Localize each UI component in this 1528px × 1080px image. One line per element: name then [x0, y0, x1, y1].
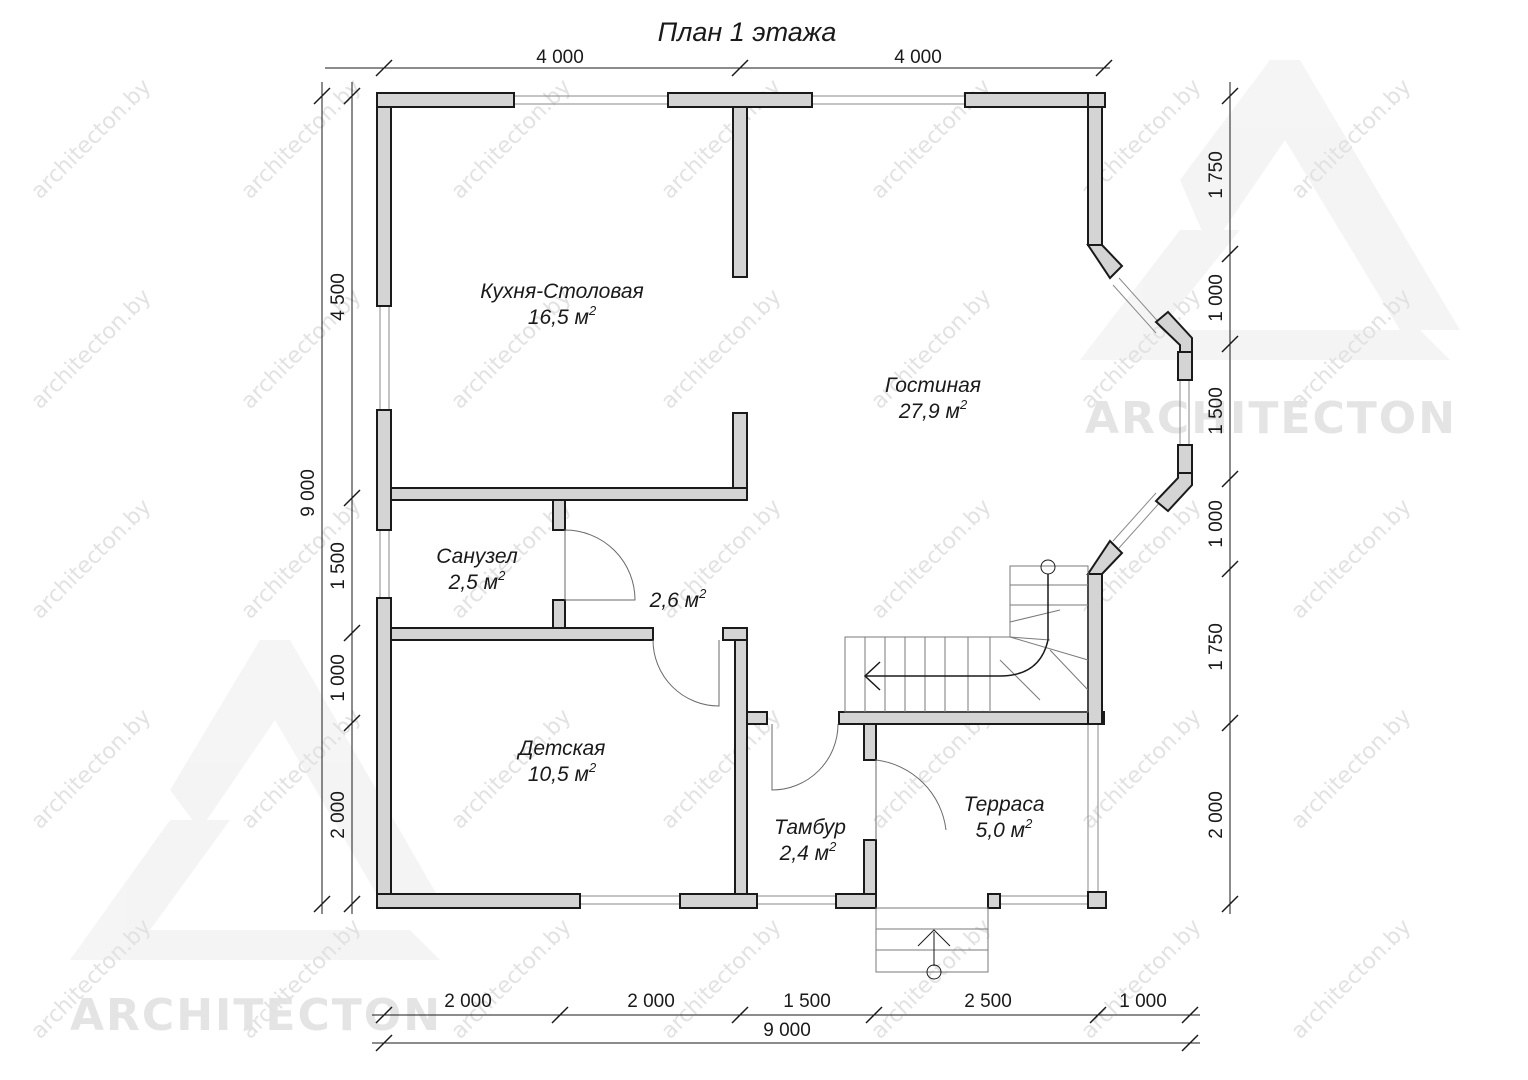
dim-left-3: 1 000 [328, 654, 349, 702]
dim-right-2: 1 000 [1206, 274, 1227, 322]
wall [1086, 244, 1124, 280]
wall [667, 92, 813, 108]
watermark-site: architecton.by [657, 285, 787, 415]
wall [838, 711, 1105, 725]
dimension-labels: 4 000 4 000 2 000 2 000 1 500 2 500 1 00… [298, 47, 1227, 1041]
room-terrace-area: 5,0 м2 [976, 816, 1033, 842]
wall [1087, 92, 1106, 108]
watermark-site: architecton.by [27, 75, 157, 205]
dim-bottom-3: 1 500 [783, 991, 831, 1012]
watermark-site: architecton.by [237, 75, 367, 205]
door-entrance [875, 759, 947, 840]
watermark-brand-top-right: ARCHITECTON [1085, 393, 1457, 444]
room-tambour-name: Тамбур [774, 816, 846, 839]
dim-right-3: 1 500 [1206, 387, 1227, 435]
wall [1177, 351, 1193, 381]
room-terrace-name: Терраса [963, 793, 1044, 816]
wall [746, 711, 768, 725]
dim-bottom-total: 9 000 [763, 1020, 811, 1041]
dim-top-1: 4 000 [536, 47, 584, 68]
watermark-site: architecton.by [27, 705, 157, 835]
walls [376, 92, 1193, 909]
doors [564, 529, 947, 840]
wall [863, 839, 877, 895]
wall [376, 92, 515, 108]
wall [1087, 573, 1103, 725]
dim-bottom-4: 2 500 [964, 991, 1012, 1012]
wall [1177, 444, 1193, 474]
wall [734, 639, 748, 909]
room-children-name: Детская [517, 737, 606, 760]
wall [1087, 106, 1103, 246]
entrance-steps [875, 907, 989, 980]
watermark-logo-top-right [1080, 60, 1460, 360]
wall [376, 597, 392, 909]
watermark-site: architecton.by [1077, 915, 1207, 1045]
watermark-site: architecton.by [1287, 495, 1417, 625]
wall [376, 893, 581, 909]
watermark-site: architecton.by [1287, 705, 1417, 835]
wall [1087, 891, 1107, 909]
dim-right-4: 1 000 [1206, 500, 1227, 548]
wall [987, 893, 1001, 909]
wall [552, 499, 566, 531]
room-living-name: Гостиная [885, 374, 981, 397]
dim-right-1: 1 750 [1206, 151, 1227, 199]
staircase [844, 559, 1089, 713]
watermark-site: architecton.by [1287, 915, 1417, 1045]
room-tambour-area: 2,4 м2 [779, 839, 837, 865]
dim-right-6: 2 000 [1206, 791, 1227, 839]
wall [732, 106, 748, 278]
watermark-site: architecton.by [867, 915, 997, 1045]
dim-left-overall: 9 000 [298, 469, 319, 517]
dimension-lines [313, 59, 1239, 1052]
watermark-logo-bottom-left [70, 640, 440, 960]
watermark-site: architecton.by [867, 495, 997, 625]
plan-title: План 1 этажа [658, 17, 837, 47]
room-bathroom-area: 2,5 м2 [448, 568, 506, 594]
wall [1154, 472, 1193, 513]
door-bathroom [564, 529, 636, 601]
wall [679, 893, 758, 909]
room-bathroom-name: Санузел [436, 545, 518, 568]
room-kitchen-name: Кухня-Столовая [480, 280, 643, 303]
wall [390, 487, 748, 501]
room-labels: Кухня-Столовая 16,5 м2 Гостиная 27,9 м2 … [436, 280, 1044, 865]
dim-left-4: 2 000 [328, 791, 349, 839]
wall [552, 599, 566, 629]
wall [732, 412, 748, 501]
watermark-site: architecton.by [447, 915, 577, 1045]
room-living-area: 27,9 м2 [898, 397, 968, 423]
dim-bottom-2: 2 000 [627, 991, 675, 1012]
room-kitchen-area: 16,5 м2 [528, 303, 597, 329]
watermark-site: architecton.by [27, 285, 157, 415]
windows [379, 95, 1190, 905]
door-tambour [771, 723, 839, 791]
wall [376, 106, 392, 307]
dim-right-5: 1 750 [1206, 623, 1227, 671]
wall [722, 627, 748, 641]
room-hall-area: 2,6 м2 [649, 586, 707, 612]
room-children-area: 10,5 м2 [528, 760, 597, 786]
dim-left-1: 4 500 [328, 273, 349, 321]
dim-bottom-5: 1 000 [1119, 991, 1167, 1012]
door-hall [652, 639, 720, 707]
wall [863, 723, 877, 761]
dim-left-2: 1 500 [328, 542, 349, 590]
wall [964, 92, 1106, 108]
dim-bottom-1: 2 000 [444, 991, 492, 1012]
wall [835, 893, 877, 909]
wall [390, 627, 654, 641]
watermark-site: architecton.by [447, 285, 577, 415]
wall [376, 409, 392, 531]
dim-top-2: 4 000 [894, 47, 942, 68]
watermark-site: architecton.by [27, 495, 157, 625]
